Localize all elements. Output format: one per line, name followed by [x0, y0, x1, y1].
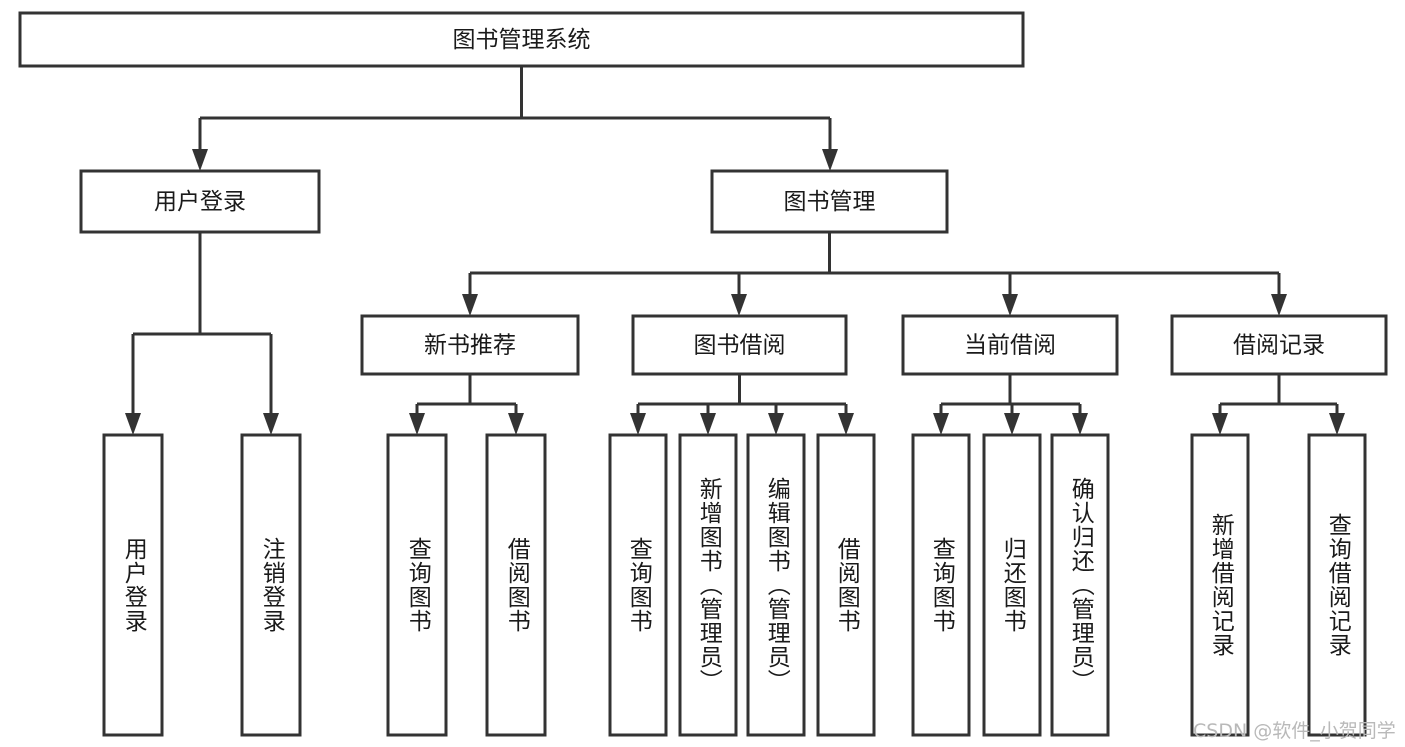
arrow-head-icon: [1004, 413, 1020, 435]
node-box-borrow-record[interactable]: [1170, 314, 1388, 376]
node-box-leaf-add-book-admin[interactable]: [678, 433, 738, 737]
node-box-current-borrow[interactable]: [901, 314, 1119, 376]
node-box-leaf-user-login[interactable]: [102, 433, 164, 737]
node-box-book-manage[interactable]: [710, 169, 949, 234]
arrow-head-icon: [822, 149, 838, 171]
node-box-leaf-borrow-book[interactable]: [816, 433, 876, 737]
node-box-leaf-query-book-borrow[interactable]: [608, 433, 668, 737]
node-box-root[interactable]: [18, 11, 1025, 68]
node-label-borrow-record: 借阅记录: [1233, 333, 1325, 359]
arrow-head-icon: [768, 413, 784, 435]
arrow-head-icon: [192, 149, 208, 171]
arrow-head-icon: [1072, 413, 1088, 435]
arrow-head-icon: [462, 294, 478, 316]
node-box-leaf-return-book[interactable]: [982, 433, 1042, 737]
arrow-head-icon: [1329, 413, 1345, 435]
node-label-user-login: 用户登录: [154, 189, 246, 215]
arrow-head-icon: [1212, 413, 1228, 435]
node-box-user-login[interactable]: [79, 169, 321, 234]
arrow-head-icon: [933, 413, 949, 435]
arrow-head-icon: [838, 413, 854, 435]
node-label-book-manage: 图书管理: [784, 189, 876, 215]
arrow-head-icon: [263, 413, 279, 435]
node-box-leaf-edit-book-admin[interactable]: [746, 433, 806, 737]
arrow-head-icon: [630, 413, 646, 435]
arrow-head-icon: [700, 413, 716, 435]
node-box-leaf-logout-login[interactable]: [240, 433, 302, 737]
arrow-head-icon: [1002, 294, 1018, 316]
node-box-leaf-add-borrow-record[interactable]: [1190, 433, 1250, 737]
boxes-layer: [18, 11, 1388, 737]
arrow-head-icon: [1271, 294, 1287, 316]
csdn-watermark: CSDN @软件_小贺同学: [1193, 720, 1396, 742]
connectors-layer: [125, 66, 1345, 435]
arrow-head-icon: [125, 413, 141, 435]
node-box-leaf-query-borrow-record[interactable]: [1307, 433, 1367, 737]
node-box-leaf-confirm-return-admin[interactable]: [1050, 433, 1110, 737]
node-box-leaf-query-book-current[interactable]: [911, 433, 971, 737]
node-label-new-book-recommend: 新书推荐: [424, 333, 516, 359]
node-label-current-borrow: 当前借阅: [964, 333, 1056, 359]
arrow-head-icon: [508, 413, 524, 435]
node-label-book-borrow: 图书借阅: [694, 333, 786, 359]
node-box-book-borrow[interactable]: [631, 314, 848, 376]
node-box-new-book-recommend[interactable]: [360, 314, 580, 376]
node-box-leaf-borrow-book-new[interactable]: [485, 433, 547, 737]
arrow-head-icon: [731, 294, 747, 316]
node-label-root: 图书管理系统: [453, 27, 591, 53]
node-box-leaf-query-book-new[interactable]: [386, 433, 448, 737]
arrow-head-icon: [409, 413, 425, 435]
